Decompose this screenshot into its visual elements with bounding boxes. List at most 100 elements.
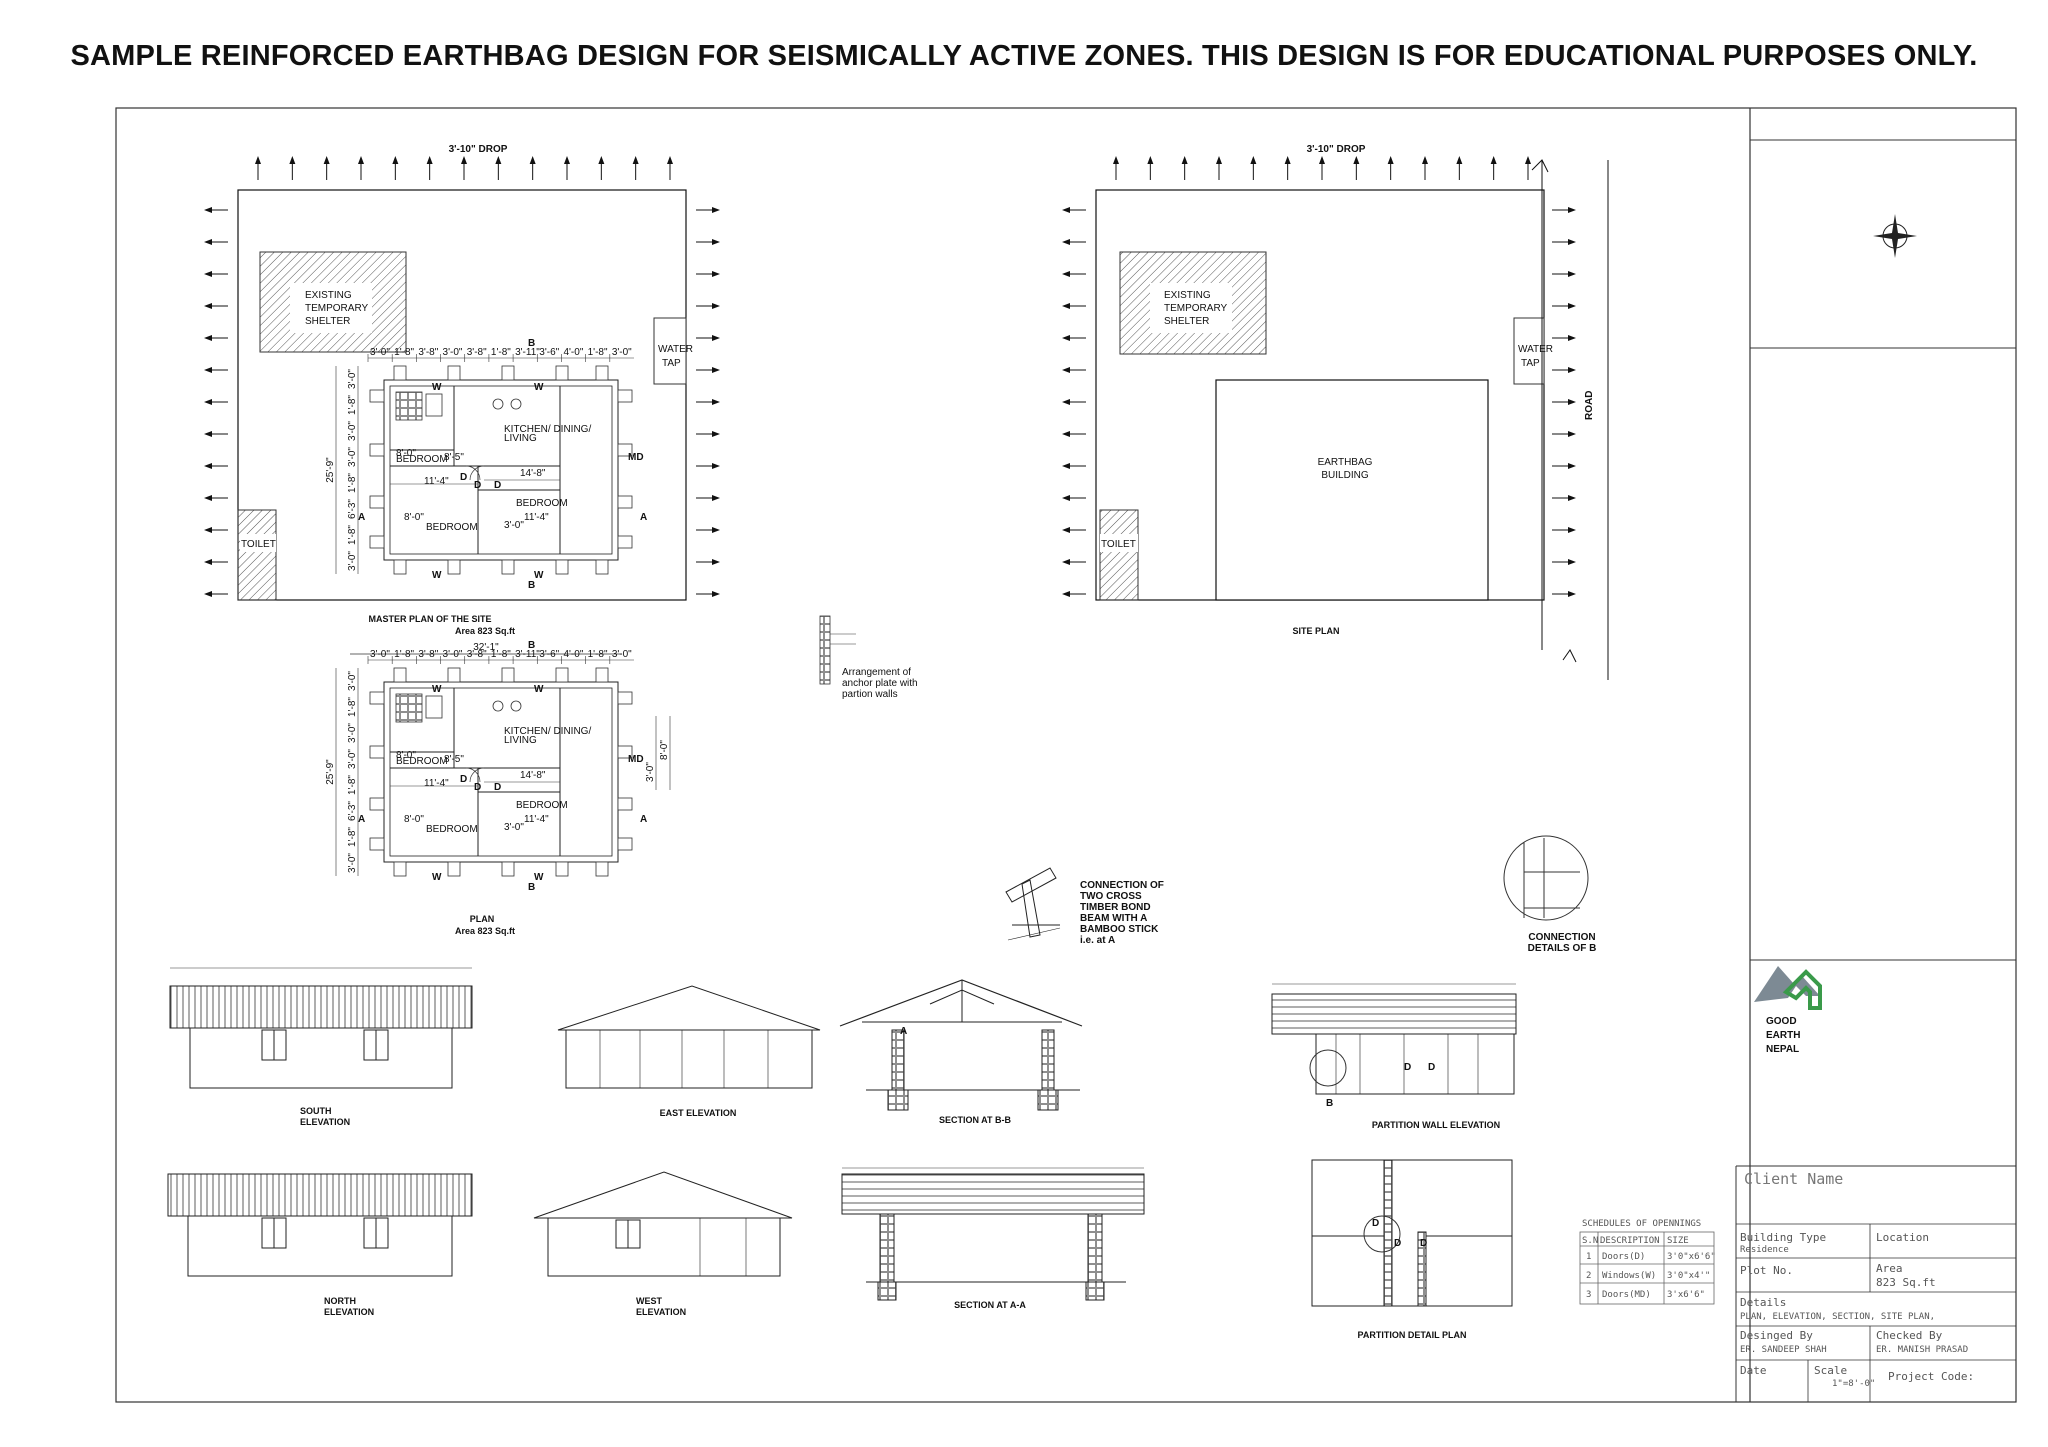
room-label: BEDROOM — [516, 498, 568, 509]
drop-arrow-group — [1552, 207, 1576, 597]
drop-arrow-icon — [1568, 303, 1576, 309]
room-label: BEDROOM — [516, 800, 568, 811]
room-label: A — [358, 512, 365, 523]
connection-detail-b: CONNECTION DETAILS OF B — [1503, 835, 1596, 954]
drop-arrow-icon — [1062, 367, 1070, 373]
master-plan: 3'-10" DROP EXISTING TEMPORARY SHELTER W… — [204, 144, 720, 636]
earthbag-building — [1215, 379, 1489, 601]
partition-detail-plan: D D D PARTITION DETAIL PLAN — [1311, 1159, 1513, 1340]
designed-by-value: ER. SANDEEP SHAH — [1740, 1345, 1827, 1355]
door-tag: D — [1428, 1062, 1435, 1073]
location-label: Location — [1876, 1231, 1929, 1244]
drop-arrow-icon — [1568, 335, 1576, 341]
door-tag: D — [1404, 1062, 1411, 1073]
drop-arrow-icon — [1250, 156, 1257, 164]
north-elevation: NORTH ELEVATION — [167, 1173, 473, 1317]
dimension-label: 1'-8" — [347, 827, 358, 847]
drop-arrow-icon — [712, 271, 720, 277]
drop-arrow-icon — [1568, 399, 1576, 405]
details-value: PLAN, ELEVATION, SECTION, SITE PLAN, — [1740, 1312, 1935, 1322]
room-label: W — [534, 872, 544, 883]
door-tag: D — [1394, 1238, 1401, 1249]
room-label: 8'-5" — [444, 452, 464, 463]
dimension-label: 3'-0" — [370, 347, 390, 358]
logo-text: EARTH — [1766, 1030, 1800, 1041]
room-label: 14'-8" — [520, 770, 546, 781]
dimension-label: 1'-8" — [491, 347, 511, 358]
room-label: 8'-0" — [404, 814, 424, 825]
drop-arrow-icon — [1062, 303, 1070, 309]
dimension-label: 3'-0" — [443, 649, 463, 660]
drop-arrow-icon — [461, 156, 467, 164]
schedule-cell: 3'x6'6" — [1667, 1290, 1705, 1300]
connection-label: BEAM WITH A — [1080, 913, 1147, 924]
building-label: BUILDING — [1321, 470, 1368, 481]
drop-arrow-icon — [1525, 156, 1531, 164]
anchor-plate-label: partion walls — [842, 689, 898, 700]
shelter-label: SHELTER — [1164, 316, 1209, 327]
drop-arrow-icon — [1568, 559, 1576, 565]
site-plan-title: SITE PLAN — [1292, 626, 1339, 636]
south-elevation-title: ELEVATION — [300, 1117, 350, 1127]
room-label: D — [460, 472, 467, 483]
dimension-label: 1'-8" — [347, 697, 358, 717]
dimension-label: 3'-6" — [539, 649, 559, 660]
dimension-label: 3'-0" — [370, 649, 390, 660]
room-label: BEDROOM — [426, 522, 478, 533]
designed-by-label: Desinged By — [1740, 1329, 1813, 1342]
drop-arrow-icon — [426, 156, 433, 164]
area-value: 823 Sq.ft — [1876, 1276, 1936, 1289]
drop-arrow-icon — [204, 591, 212, 597]
plan-title: PLAN — [470, 914, 495, 924]
master-plan-title: MASTER PLAN OF THE SITE — [368, 614, 491, 624]
master-plan-area: Area 823 Sq.ft — [455, 626, 515, 636]
section-aa-title: SECTION AT A-A — [954, 1300, 1026, 1310]
dimension-label: 3'-0" — [347, 447, 358, 467]
area-label: Area — [1876, 1262, 1903, 1275]
drop-arrow-icon — [1062, 335, 1070, 341]
room-label: BEDROOM — [396, 454, 448, 465]
room-label: A — [640, 814, 647, 825]
overall-height: 25'-9" — [325, 759, 336, 785]
drop-arrow-icon — [495, 156, 502, 164]
dimension-label: 3'-0" — [347, 551, 358, 571]
drop-arrow-icon — [712, 399, 720, 405]
drop-arrow-icon — [1568, 367, 1576, 373]
drop-arrow-icon — [1062, 463, 1070, 469]
room-label: A — [358, 814, 365, 825]
anchor-plate-label: anchor plate with — [842, 678, 918, 689]
dimension-label: 3'-0" — [347, 421, 358, 441]
room-label: BEDROOM — [426, 824, 478, 835]
dimension-label: 1'-8" — [394, 649, 414, 660]
openings-schedule: SCHEDULES OF OPENNINGS S.N. DESCRIPTION … — [1579, 1219, 1716, 1305]
drop-arrow-icon — [712, 431, 720, 437]
drop-arrow-icon — [1062, 559, 1070, 565]
master-plan-drop: 3'-10" DROP — [449, 144, 508, 155]
plot-no-label: Plot No. — [1740, 1264, 1793, 1277]
detail-marker: B — [1326, 1098, 1333, 1109]
connection-b-label: CONNECTION — [1528, 932, 1595, 943]
drop-arrow-group — [696, 207, 720, 597]
room-label: 11'-4" — [524, 512, 549, 523]
anchor-plate-label: Arrangement of — [842, 667, 911, 678]
room-label: 8'-5" — [444, 754, 464, 765]
room-label: D — [474, 782, 481, 793]
drop-arrow-group — [1062, 207, 1086, 597]
room-label: 3'-0" — [504, 822, 524, 833]
drop-arrow-group — [255, 156, 673, 180]
room-label: MD — [628, 452, 644, 463]
checked-by-value: ER. MANISH PRASAD — [1876, 1345, 1968, 1355]
dimension-label: 6'-3" — [347, 499, 358, 519]
south-elevation-title: SOUTH — [300, 1106, 332, 1116]
schedule-cell: Doors(D) — [1602, 1252, 1645, 1262]
west-elevation: WEST ELEVATION — [533, 1171, 793, 1317]
section-aa: SECTION AT A-A — [841, 1167, 1145, 1310]
building-type-value: Residence — [1740, 1245, 1789, 1255]
road-label: ROAD — [1584, 391, 1595, 420]
drop-arrow-icon — [204, 239, 212, 245]
drop-arrow-icon — [1062, 271, 1070, 277]
schedule-cell: 2 — [1586, 1271, 1591, 1281]
dimension-label: 3'-0" — [612, 347, 632, 358]
dimension-label: 6'-3" — [347, 801, 358, 821]
dimension-label: 3'-8" — [467, 347, 487, 358]
